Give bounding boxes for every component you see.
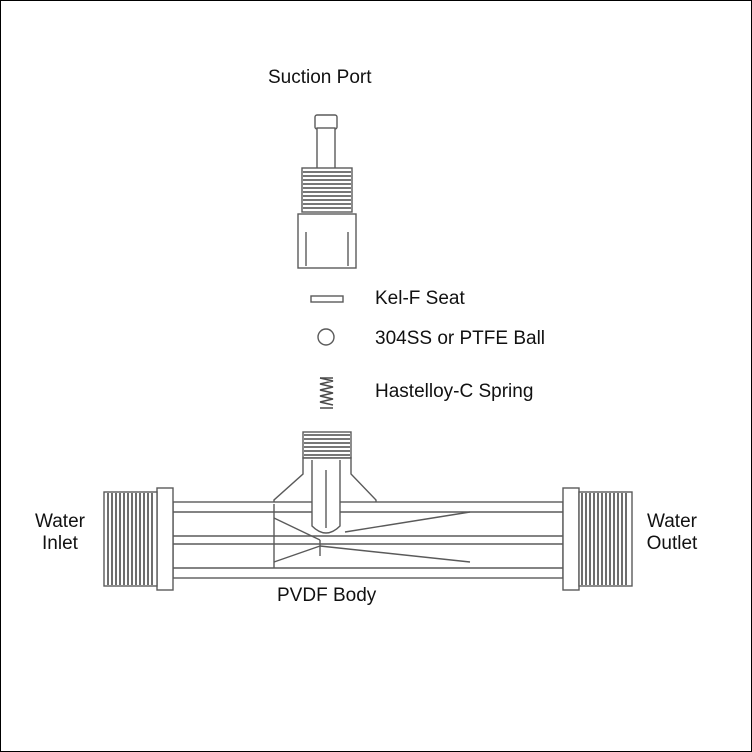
water-inlet-label: Water Inlet	[28, 511, 92, 555]
seat-label: Kel-F Seat	[375, 288, 465, 309]
spring-part	[319, 377, 334, 409]
body-label: PVDF Body	[277, 585, 377, 606]
inlet-label-line2: Inlet	[42, 533, 78, 554]
ball-label: 304SS or PTFE Ball	[375, 328, 546, 349]
spring-label: Hastelloy-C Spring	[375, 381, 534, 402]
suction-port-label: Suction Port	[268, 67, 372, 88]
seat-part	[310, 295, 344, 303]
outlet-label-line1: Water	[647, 511, 697, 532]
ball-part	[317, 328, 335, 346]
injector-body-part	[103, 431, 633, 591]
inlet-label-line1: Water	[35, 511, 85, 532]
water-outlet-label: Water Outlet	[638, 511, 706, 555]
suction-port-part	[297, 114, 357, 269]
outlet-label-line2: Outlet	[646, 533, 698, 554]
